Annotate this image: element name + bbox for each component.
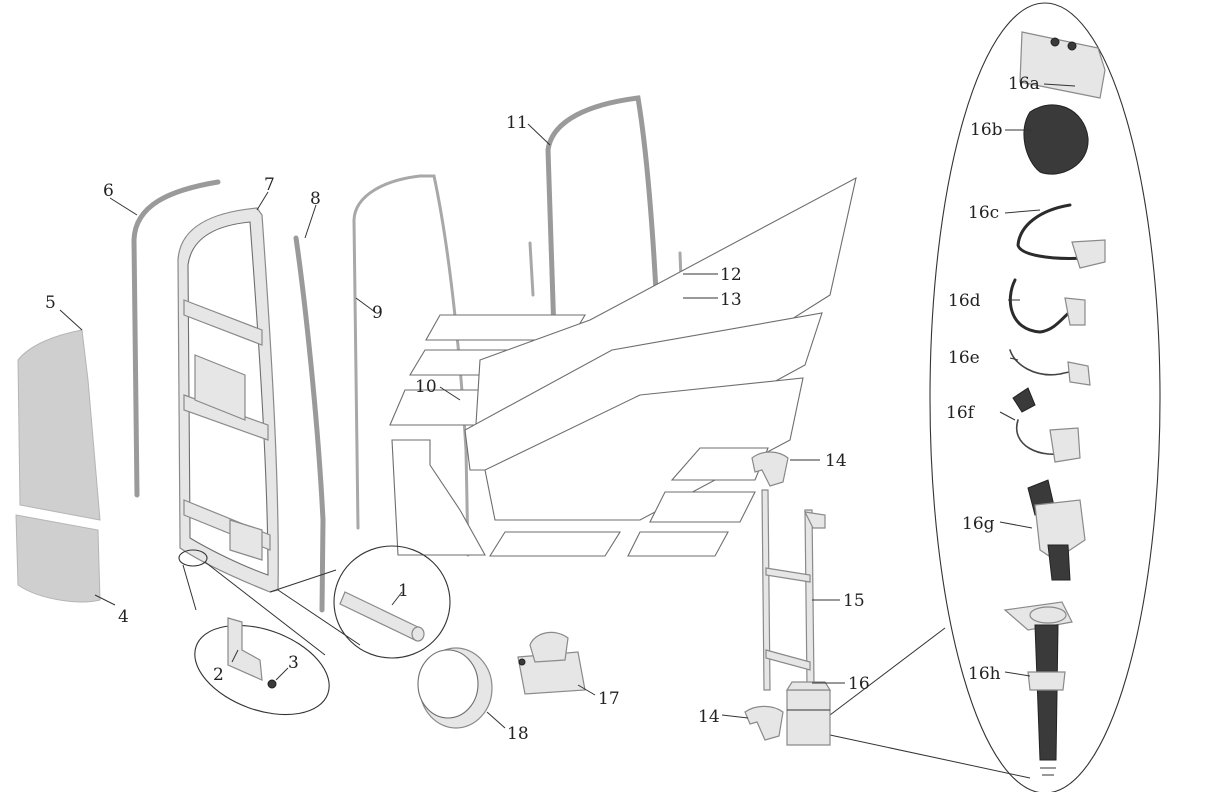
label-16b: 16b: [970, 120, 1003, 140]
part-16d-lock-cable: [1008, 278, 1086, 334]
label-7: 7: [264, 175, 275, 195]
label-8: 8: [310, 189, 321, 209]
callout-detail-2-3: [178, 549, 330, 716]
label-16: 16: [848, 674, 870, 694]
part-17-door-handle: [517, 631, 586, 695]
part-16e-lock-cable: [1009, 349, 1091, 386]
label-1: 1: [398, 581, 409, 601]
part-16g-lock-actuator: [1027, 479, 1086, 581]
part-16b-lock-cylinder: [1023, 104, 1089, 175]
part-labels: 1 2 3 4 5 6 7 8 9 10 11 12 13 14 14 15 1…: [45, 74, 1040, 744]
leader-lines: [59, 83, 1076, 729]
part-8-seal-strip: [293, 235, 326, 613]
door-inner-panel-outline: [389, 176, 857, 557]
label-16d: 16d: [948, 291, 981, 311]
part-14-clip-upper: [751, 451, 789, 487]
label-11: 11: [506, 113, 528, 133]
callout-detail-1: [269, 545, 451, 659]
part-16-door-lock: [785, 681, 832, 746]
label-14-lower: 14: [698, 707, 720, 727]
part-16f-lock-connector: [1012, 387, 1081, 463]
label-5: 5: [45, 293, 56, 313]
part-16h-lock-rod: [1003, 601, 1073, 776]
label-12: 12: [720, 265, 742, 285]
part-16a-lock-plate: [1019, 31, 1106, 99]
label-14-upper: 14: [825, 451, 847, 471]
label-15: 15: [843, 591, 865, 611]
part-15-window-regulator: [761, 489, 826, 691]
part-4-lower-glass: [15, 514, 101, 603]
label-3: 3: [288, 653, 299, 673]
label-6: 6: [103, 181, 114, 201]
part-10-channel-strip: [528, 241, 535, 297]
part-7-door-frame: [177, 207, 279, 593]
part-5-door-glass: [17, 329, 101, 521]
label-9: 9: [372, 303, 383, 323]
part-6-weather-strip: [131, 179, 221, 498]
label-16c: 16c: [968, 203, 999, 223]
callout-detail-16: [829, 2, 1161, 792]
label-16e: 16e: [948, 348, 980, 368]
label-16a: 16a: [1008, 74, 1040, 94]
label-17: 17: [598, 689, 620, 709]
label-16h: 16h: [968, 664, 1001, 684]
part-14-clip-lower: [744, 705, 784, 741]
label-13: 13: [720, 290, 742, 310]
label-10: 10: [415, 377, 437, 397]
part-18-cover-cap: [417, 647, 493, 729]
label-2: 2: [213, 665, 224, 685]
label-18: 18: [507, 724, 529, 744]
label-4: 4: [118, 607, 129, 627]
part-16c-lock-cable: [1016, 203, 1106, 269]
label-16g: 16g: [962, 514, 995, 534]
label-16f: 16f: [946, 403, 976, 423]
